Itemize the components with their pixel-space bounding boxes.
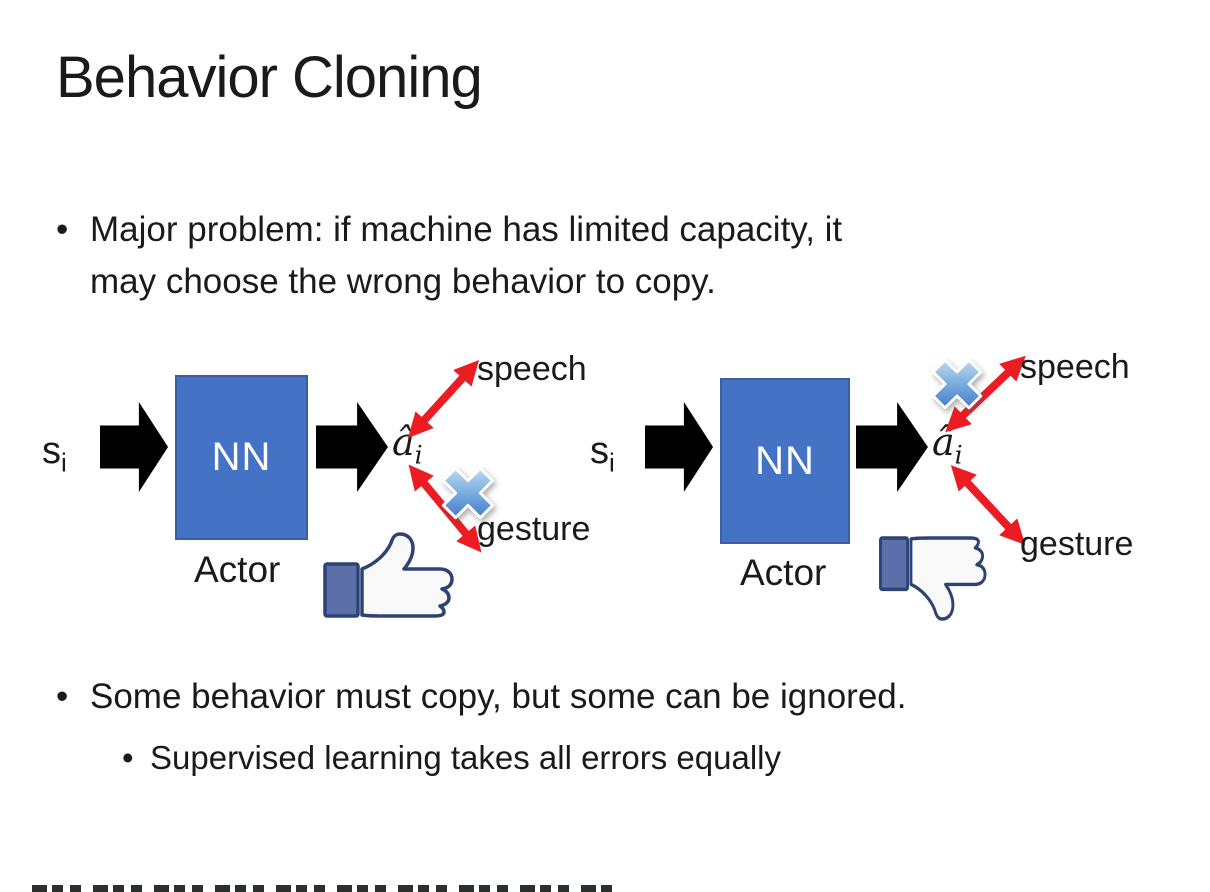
input-arrow-icon bbox=[645, 401, 714, 493]
gesture-label: gesture bbox=[477, 510, 591, 548]
bullet-marker: • bbox=[56, 677, 69, 716]
thumbs-down-icon bbox=[879, 536, 987, 621]
cross-icon bbox=[441, 466, 495, 520]
thumbs-up-icon bbox=[323, 532, 454, 618]
bullet-some-behavior-text: Some behavior must copy, but some can be… bbox=[90, 677, 907, 716]
bullet-major-problem: • Major problem: if machine has limited … bbox=[56, 204, 842, 308]
bullet-supervised-learning: • Supervised learning takes all errors e… bbox=[122, 736, 781, 780]
gesture-double-arrow-icon bbox=[950, 465, 1026, 545]
cross-icon bbox=[931, 358, 983, 410]
speech-label: speech bbox=[1020, 348, 1130, 386]
page-title: Behavior Cloning bbox=[56, 45, 483, 110]
actor-label: Actor bbox=[740, 552, 827, 593]
state-input-label: si bbox=[42, 430, 67, 478]
state-input-label: si bbox=[590, 430, 615, 478]
actor-label: Actor bbox=[194, 549, 281, 590]
input-arrow-icon bbox=[100, 401, 169, 493]
bullet-marker: • bbox=[122, 739, 134, 776]
bullet-marker: • bbox=[56, 210, 69, 249]
nn-box: NN bbox=[720, 378, 850, 544]
output-arrow-icon bbox=[856, 401, 928, 493]
gesture-label: gesture bbox=[1020, 525, 1134, 563]
speech-double-arrow-icon bbox=[945, 355, 1026, 433]
output-arrow-icon bbox=[316, 401, 388, 493]
cut-off-text-artifact bbox=[32, 885, 617, 892]
bullet-major-problem-text: Major problem: if machine has limited ca… bbox=[90, 210, 843, 301]
bullet-some-behavior: • Some behavior must copy, but some can … bbox=[56, 674, 906, 720]
nn-box: NN bbox=[175, 375, 308, 540]
bullet-supervised-learning-text: Supervised learning takes all errors equ… bbox=[150, 739, 781, 776]
speech-label: speech bbox=[477, 350, 587, 388]
speech-double-arrow-icon bbox=[407, 359, 480, 439]
nn-label: NN bbox=[755, 438, 815, 483]
nn-label: NN bbox=[211, 435, 272, 479]
